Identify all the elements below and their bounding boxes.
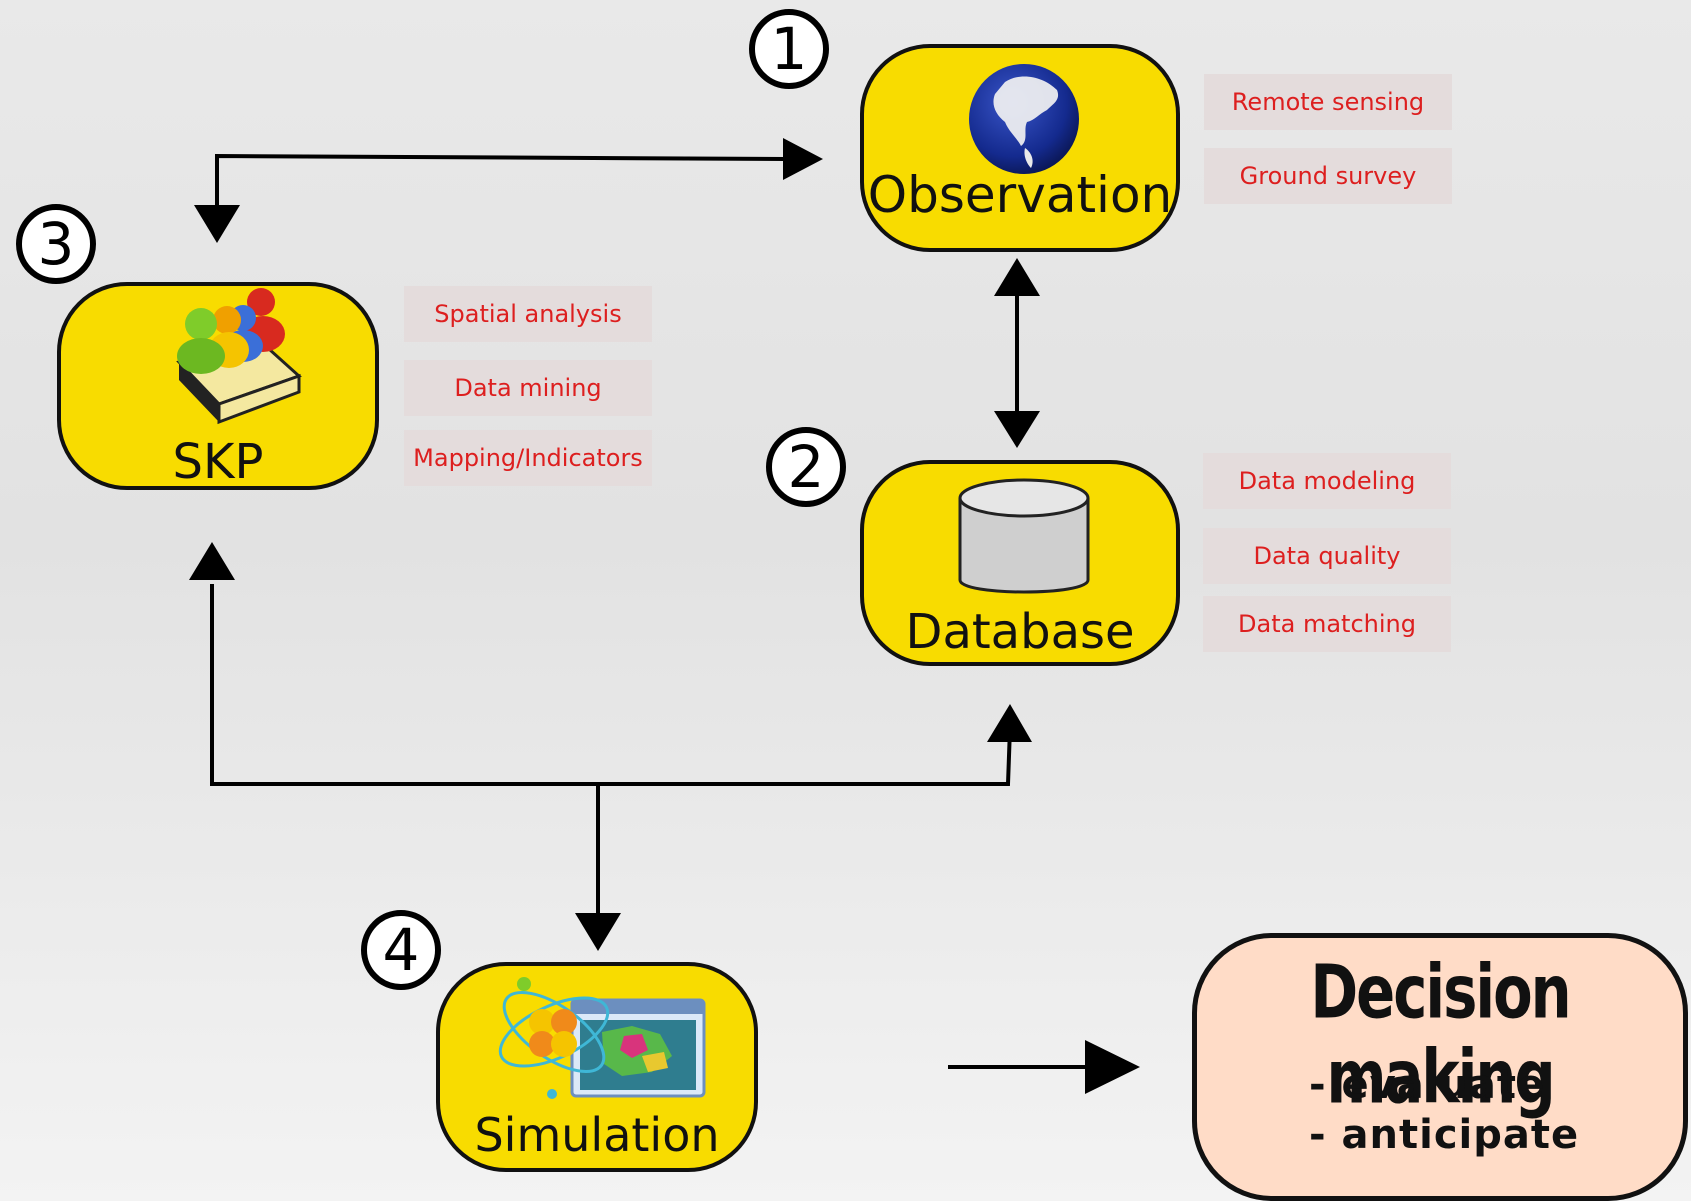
tag-data-matching: Data matching xyxy=(1203,596,1451,652)
arrowhead-to-observation-bottom xyxy=(994,258,1040,296)
decision-title: Decision making xyxy=(1310,950,1571,1122)
tag-mapping-indicators: Mapping/Indicators xyxy=(404,430,652,486)
arrowhead-to-decision xyxy=(1085,1040,1140,1094)
arrowhead-to-skp-bottom xyxy=(189,542,235,580)
tag-spatial-analysis: Spatial analysis xyxy=(404,286,652,342)
simulation-node: Simulation xyxy=(436,962,758,1172)
tag-data-mining: Data mining xyxy=(404,360,652,416)
observation-label: Observation xyxy=(867,166,1173,224)
atom-map-icon xyxy=(498,977,706,1099)
decision-item-evaluate: - evaluate xyxy=(1309,1062,1546,1108)
arrowhead-to-database-top xyxy=(994,411,1040,448)
tag-data-modeling: Data modeling xyxy=(1203,453,1451,509)
step-number-2: 2 xyxy=(766,427,846,507)
simulation-label: Simulation xyxy=(474,1108,720,1162)
step-number-1: 1 xyxy=(749,9,829,89)
book-people-icon xyxy=(176,288,302,425)
step-number-3: 3 xyxy=(16,204,96,284)
database-cylinder-icon xyxy=(958,478,1090,594)
skp-node: SKP xyxy=(57,282,379,490)
tag-remote-sensing: Remote sensing xyxy=(1204,74,1452,130)
skp-label: SKP xyxy=(172,434,264,490)
tag-ground-survey: Ground survey xyxy=(1204,148,1452,204)
arrow-skp-observation xyxy=(215,153,786,210)
tag-data-quality: Data quality xyxy=(1203,528,1451,584)
decision-item-anticipate: - anticipate xyxy=(1309,1112,1580,1158)
arrowhead-to-skp-top xyxy=(194,205,240,243)
database-node: Database xyxy=(860,460,1180,666)
decision-making-box: Decision making - evaluate - anticipate xyxy=(1192,933,1688,1201)
arrowhead-to-simulation xyxy=(575,913,621,951)
globe-icon xyxy=(969,64,1079,174)
arrowhead-to-database-bottom xyxy=(987,704,1032,742)
observation-node: Observation xyxy=(860,44,1180,252)
database-label: Database xyxy=(905,604,1135,660)
arrowhead-to-observation xyxy=(783,138,823,180)
step-number-4: 4 xyxy=(361,910,441,990)
arrow-network-line xyxy=(210,584,1012,786)
